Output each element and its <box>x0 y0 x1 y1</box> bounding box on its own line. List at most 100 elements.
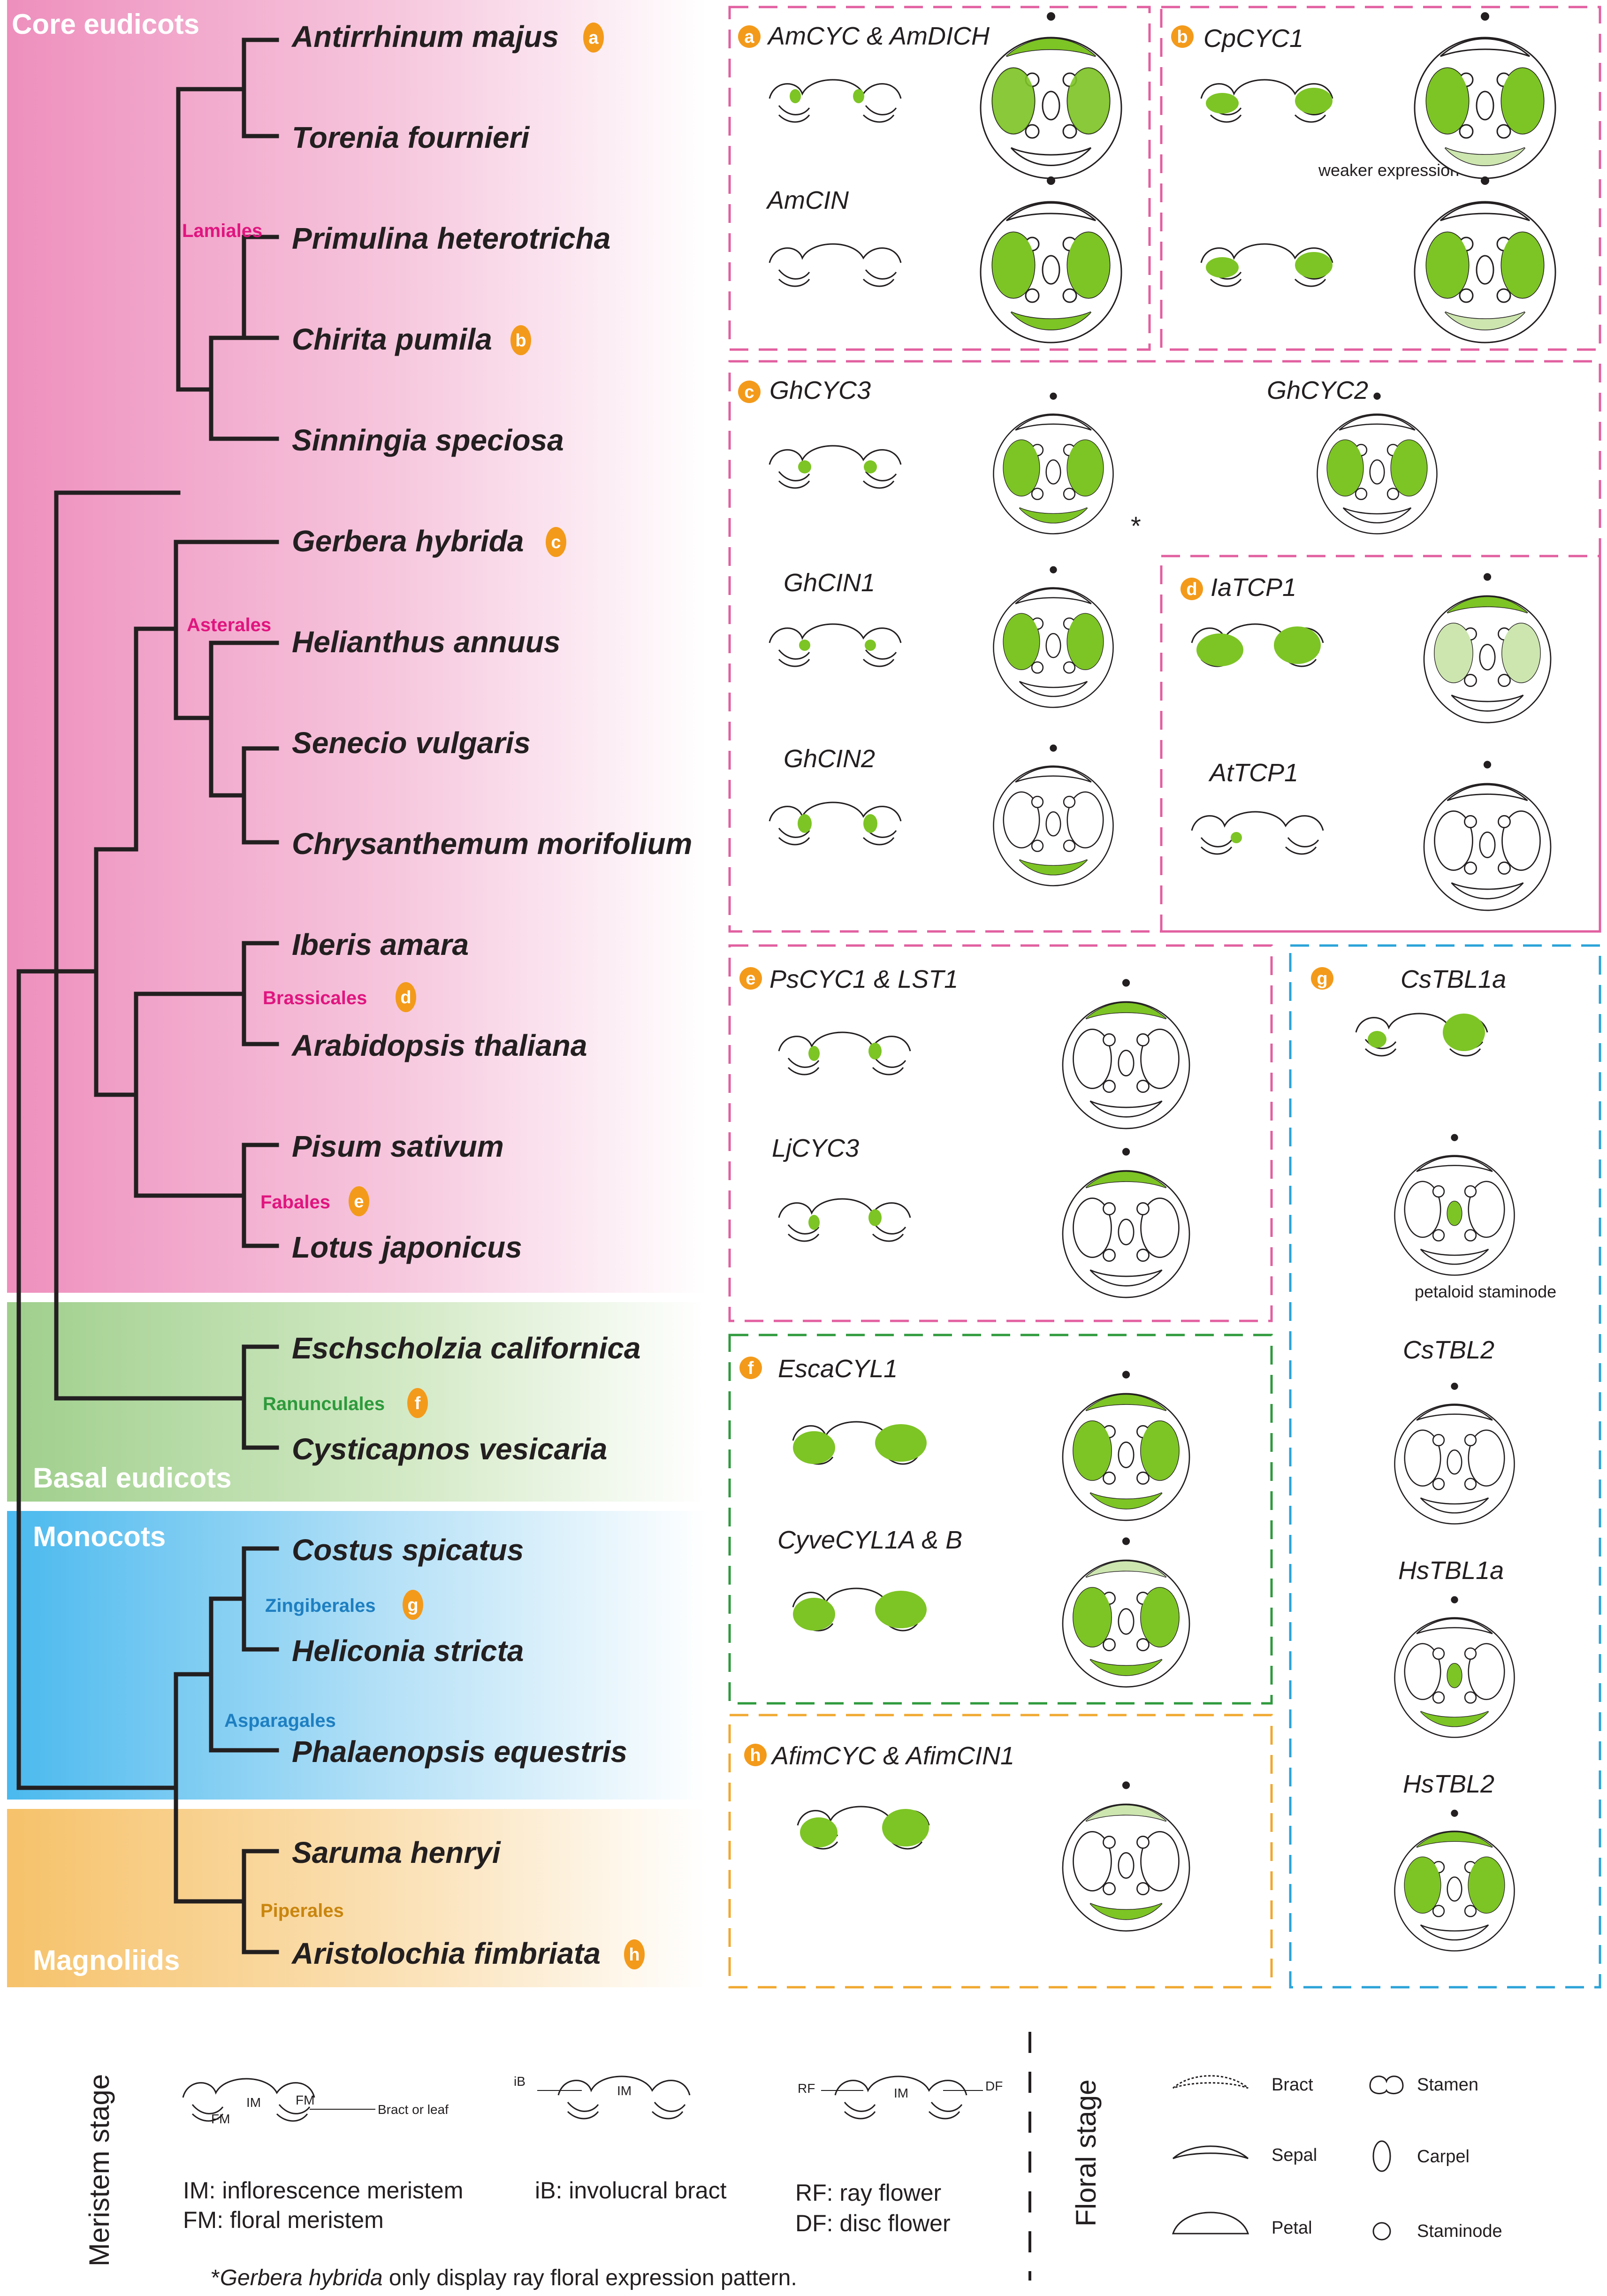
floral-diagram <box>1394 1133 1515 1276</box>
group-label-magnoliids: Magnoliids <box>33 1945 180 1976</box>
legend-def: FM: floral meristem <box>183 2207 384 2233</box>
panel-badge: e <box>746 969 755 989</box>
badges: a b c d e f g h <box>349 23 645 1969</box>
legend-organ-staminode: Staminode <box>1372 2221 1502 2241</box>
gene-label: AmCYC & AmDICH <box>767 22 990 50</box>
meristem-schematic <box>769 445 902 489</box>
floral-diagram <box>1062 1781 1190 1932</box>
badge: g <box>403 1590 423 1620</box>
svg-text:h: h <box>629 1945 640 1965</box>
species-list: Antirrhinum majus Torenia fournieri Prim… <box>291 20 692 1970</box>
floral-diagram <box>980 11 1122 179</box>
floral-diagrams <box>980 11 1556 1952</box>
panel-badge: f <box>748 1358 754 1378</box>
svg-text:a: a <box>588 28 599 48</box>
petaloid-staminode-note: petaloid staminode <box>1415 1282 1556 1301</box>
meristem-schematic <box>769 79 902 123</box>
legend-def: iB: involucral bract <box>535 2177 727 2204</box>
meristem-schematic <box>1200 243 1333 287</box>
footnote: *Gerbera hybrida only display ray floral… <box>211 2265 797 2290</box>
order-label-brassicales: Brassicales <box>263 988 367 1008</box>
panel-badge: c <box>744 382 754 402</box>
panel-badge: b <box>1177 27 1188 47</box>
panel-f <box>728 1334 1273 1705</box>
gene-label: HsTBL1a <box>1398 1556 1504 1585</box>
panel-e <box>728 944 1273 1322</box>
order-label-ranunculales: Ranunculales <box>263 1394 385 1414</box>
panel-a <box>728 6 1151 351</box>
meristem-schematic <box>769 623 902 667</box>
svg-text:Petal: Petal <box>1272 2218 1312 2238</box>
gene-label: CsTBL2 <box>1403 1336 1494 1364</box>
floral-diagram <box>1394 1595 1515 1738</box>
gene-label: CsTBL1a <box>1401 965 1506 993</box>
badge: d <box>396 982 416 1012</box>
order-label-piperales: Piperales <box>260 1900 344 1921</box>
legend-organ-carpel: Carpel <box>1372 2140 1470 2172</box>
meristem-schematic <box>792 1587 927 1632</box>
meristem-stage-title: Meristem stage <box>84 2074 115 2266</box>
svg-text:e: e <box>354 1192 364 1212</box>
gene-label: CyveCYL1A & B <box>777 1526 962 1554</box>
gene-label: HsTBL2 <box>1403 1770 1494 1798</box>
legend-def: DF: disc flower <box>795 2210 951 2236</box>
order-label-asterales: Asterales <box>187 615 271 635</box>
svg-text:FM: FM <box>296 2093 314 2107</box>
gene-label: GhCIN2 <box>784 745 875 773</box>
legend-meristem-fm: IM FM FM Bract or leaf <box>182 2078 449 2126</box>
species-label: Chirita pumila <box>292 322 492 356</box>
svg-text:Sepal: Sepal <box>1272 2145 1317 2165</box>
group-bands <box>7 0 706 1987</box>
badge: e <box>349 1186 369 1216</box>
order-label-fabales: Fabales <box>260 1192 330 1213</box>
floral-diagram <box>1062 1537 1190 1688</box>
svg-text:IM: IM <box>246 2095 261 2110</box>
gene-label: GhCYC2 <box>1267 376 1368 404</box>
svg-text:g: g <box>407 1595 418 1615</box>
species-label: Senecio vulgaris <box>292 726 531 760</box>
svg-text:f: f <box>415 1394 421 1413</box>
band-monocots <box>7 1511 706 1800</box>
floral-diagram <box>1394 1382 1515 1525</box>
svg-text:IM: IM <box>894 2086 908 2100</box>
meristem-schematics <box>769 79 1488 1850</box>
floral-diagram <box>1394 1809 1515 1952</box>
order-label-zingiberales: Zingiberales <box>265 1595 376 1616</box>
weaker-expression-note: weaker expression <box>1318 160 1459 180</box>
meristem-schematic <box>1191 623 1324 667</box>
svg-text:d: d <box>400 988 411 1007</box>
species-label: Heliconia stricta <box>292 1634 524 1668</box>
meristem-schematic <box>1355 1013 1488 1057</box>
svg-text:DF: DF <box>985 2079 1003 2093</box>
floral-diagram <box>1423 760 1552 911</box>
phylogenetic-tree <box>16 38 279 1954</box>
floral-diagram <box>980 175 1122 343</box>
species-label: Aristolochia fimbriata <box>291 1937 601 1970</box>
species-label: Eschscholzia californica <box>292 1331 640 1365</box>
gene-label: GhCYC3 <box>769 376 871 404</box>
meristem-schematic <box>797 1806 930 1850</box>
species-label: Chrysanthemum morifolium <box>292 827 692 861</box>
svg-text:Carpel: Carpel <box>1417 2147 1470 2166</box>
floral-diagram <box>1414 175 1556 343</box>
panel-d <box>1160 555 1601 933</box>
floral-stage-title: Floral stage <box>1070 2080 1102 2227</box>
panel-badge: d <box>1186 580 1197 599</box>
meristem-schematic <box>1191 811 1324 855</box>
gene-label: EscaCYL1 <box>778 1355 898 1383</box>
species-label: Antirrhinum majus <box>291 20 559 53</box>
svg-text:Stamen: Stamen <box>1417 2075 1478 2095</box>
panel-g <box>1289 944 1601 1989</box>
floral-diagram <box>993 744 1114 886</box>
group-label-basal: Basal eudicots <box>33 1462 232 1494</box>
panel-badge: a <box>744 27 754 47</box>
floral-diagram <box>1062 978 1190 1129</box>
svg-text:iB: iB <box>514 2074 526 2089</box>
svg-text:RF: RF <box>798 2081 815 2096</box>
floral-diagram <box>1317 392 1438 534</box>
gene-label: PsCYC1 & LST1 <box>769 965 958 993</box>
meristem-schematic <box>778 1198 911 1242</box>
floral-diagram <box>1062 1147 1190 1298</box>
badge: f <box>407 1388 428 1418</box>
svg-text:Bract or leaf: Bract or leaf <box>378 2102 449 2117</box>
